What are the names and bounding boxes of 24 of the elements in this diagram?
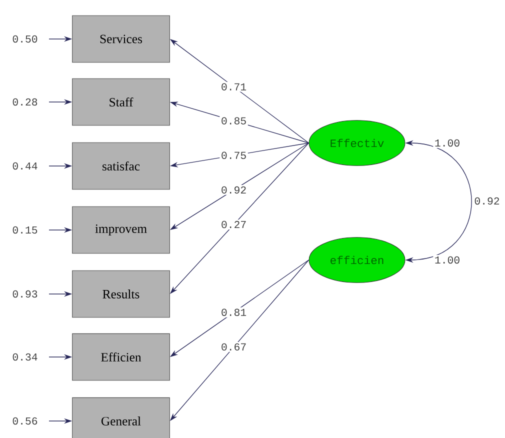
edge-label: 0.67 — [222, 343, 246, 351]
edge-label: 0.81 — [222, 308, 246, 316]
edge-label: 0.93 — [12, 290, 38, 298]
variable-box: Results — [72, 270, 170, 318]
edge-label: 0.75 — [222, 152, 246, 160]
edge-label: 0.92 — [222, 186, 246, 194]
edge-label: 0.27 — [222, 220, 246, 228]
edge-label: 0.50 — [12, 35, 38, 43]
variable-box: General — [72, 397, 170, 438]
edge-label: 0.15 — [12, 226, 38, 234]
edge-label: 0.34 — [12, 353, 38, 361]
variance-label: 1.00 — [435, 256, 460, 264]
edge-label: 0.28 — [12, 98, 38, 106]
edge-label: 0.56 — [12, 417, 38, 425]
variable-box: Staff — [72, 78, 170, 126]
variable-box: improvem — [72, 206, 170, 254]
variable-box: Efficien — [72, 333, 170, 381]
variable-box: satisfac — [72, 142, 170, 190]
edge-label: 0.71 — [222, 83, 246, 90]
edge-label: 0.85 — [222, 117, 246, 124]
edge-label: 0.92 — [474, 197, 500, 205]
variable-box: Services — [72, 15, 170, 63]
edge-label: 0.44 — [12, 162, 38, 170]
variance-label: 1.00 — [435, 139, 460, 147]
